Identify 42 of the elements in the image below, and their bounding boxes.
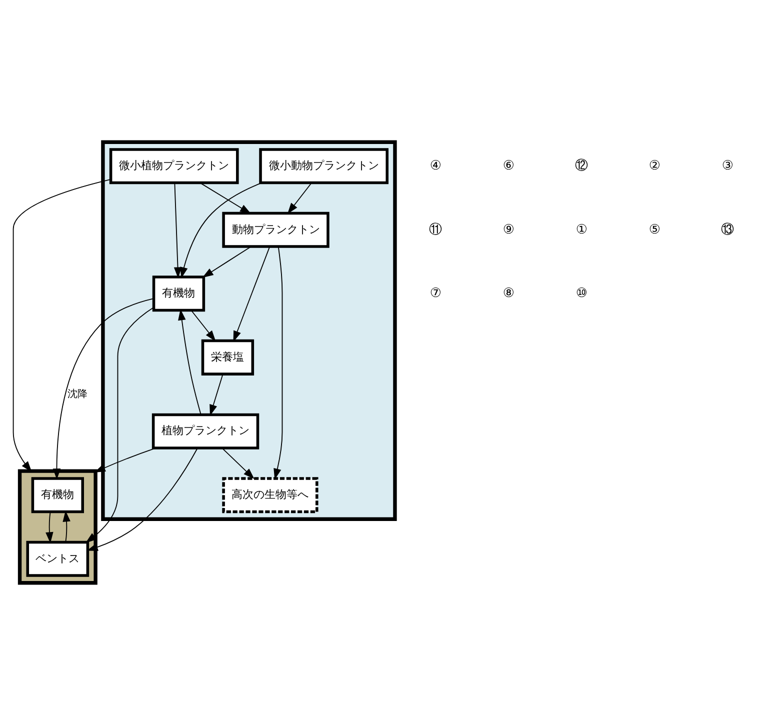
arrow [274, 246, 283, 480]
node-box: 栄養塩 [201, 339, 254, 376]
edge-label: 沈降 [68, 388, 88, 400]
arrow [86, 307, 154, 543]
label: ⑬ [721, 222, 734, 238]
label: ⑧ [502, 286, 514, 302]
cluster [101, 140, 397, 521]
arrow [46, 512, 54, 544]
label: ⑩ [576, 286, 588, 302]
arrow [94, 448, 156, 473]
node-box: 動物プランクトン [222, 212, 330, 248]
label: ⑫ [575, 158, 588, 174]
arrow [200, 182, 252, 214]
node-box: 有機物 [152, 276, 206, 312]
node-box: 微小植物プランクトン [109, 148, 239, 184]
label: ④ [430, 158, 442, 174]
arrow [210, 374, 224, 416]
label: ⑦ [430, 286, 442, 302]
label: ⑥ [502, 158, 514, 174]
label: ⑪ [429, 222, 442, 238]
label: ⑨ [502, 222, 514, 238]
arrow [12, 178, 112, 472]
node-box: 植物プランクトン [152, 413, 260, 450]
arrow [190, 310, 216, 342]
arrow [180, 182, 262, 278]
arrow [202, 246, 252, 278]
label: ⑤ [648, 222, 660, 238]
node-box: 高次の生物等へ [222, 477, 318, 514]
label: ② [648, 158, 660, 174]
arrow [178, 309, 202, 415]
arrow [86, 448, 198, 551]
node-box: 有機物 [31, 477, 84, 514]
arrow [174, 182, 182, 278]
arrow [222, 448, 254, 480]
arrow [287, 182, 312, 214]
arrow [233, 246, 270, 342]
label: ③ [722, 158, 734, 174]
node-box: ベントス [26, 540, 90, 577]
node-box: 微小動物プランクトン [259, 148, 388, 184]
arrow [52, 298, 154, 480]
label: ① [576, 222, 588, 238]
arrow [62, 510, 70, 542]
